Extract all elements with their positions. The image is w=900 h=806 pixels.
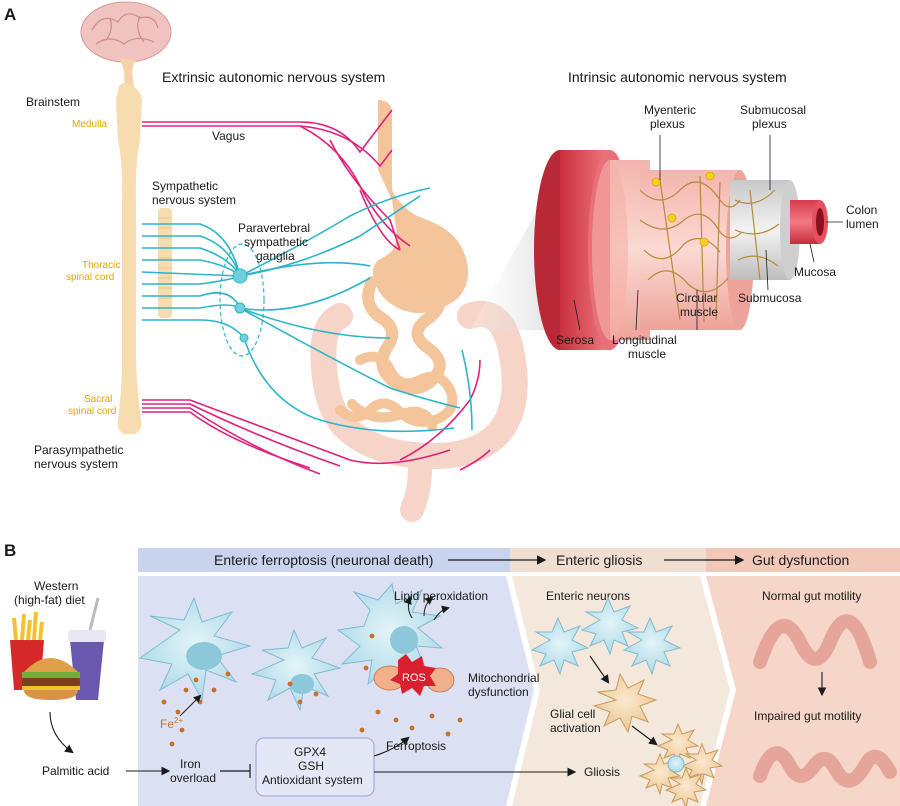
submucosa-label: Submucosa — [738, 291, 802, 305]
thoracic-label-1: Thoracic — [82, 260, 120, 271]
submucosal-plexus-label-1: Submucosal — [740, 103, 806, 117]
vagus-label: Vagus — [212, 129, 245, 143]
antioxidant-box — [255, 737, 375, 797]
fe-superscript: 2+ — [174, 716, 183, 725]
mucosa-label: Mucosa — [794, 265, 836, 279]
glial-label-2: activation — [550, 721, 601, 735]
mito-label-2: dysfunction — [468, 685, 529, 699]
colon-layers — [534, 150, 828, 350]
gliosis-label: Gliosis — [584, 765, 620, 779]
diet-label-2: (high-fat) diet — [14, 593, 85, 607]
neurons-to-glia-arrow — [589, 655, 610, 684]
extrinsic-title: Extrinsic autonomic nervous system — [162, 69, 385, 85]
glial-label-1: Glial cell — [550, 707, 595, 721]
neuron-small-middle — [250, 628, 342, 712]
myenteric-label-1: Myenteric — [644, 103, 696, 117]
medulla-label: Medulla — [72, 119, 107, 130]
ros-burst-icon — [390, 654, 436, 696]
panel-letter-b: B — [4, 541, 16, 560]
paravertebral-label-1: Paravertebral — [238, 221, 310, 235]
sacral-label-2: spinal cord — [68, 406, 116, 417]
impaired-motility-wave — [753, 746, 897, 788]
fe-arrow — [179, 694, 202, 717]
paravertebral-label-2: sympathetic — [244, 235, 308, 249]
paravertebral-ganglia — [219, 243, 265, 357]
gut-illustration — [310, 100, 528, 522]
circular-label-1: Circular — [676, 291, 717, 305]
mito-label-1: Mitochondrial — [468, 671, 539, 685]
normal-motility-label: Normal gut motility — [762, 589, 861, 603]
parasympathetic-label-1: Parasympathetic — [34, 443, 123, 457]
thoracic-label-2: spinal cord — [66, 272, 114, 283]
fast-food-icon — [10, 597, 106, 700]
diet-label-1: Western — [34, 579, 78, 593]
brainstem-label: Brainstem — [26, 95, 80, 109]
sacral-label-1: Sacral — [84, 394, 112, 405]
colon-lumen-label-1: Colon — [846, 203, 877, 217]
sympathetic-label-1: Sympathetic — [152, 179, 218, 193]
sympathetic-nerves — [141, 187, 473, 433]
palmitic-label: Palmitic acid — [42, 764, 109, 778]
longitudinal-label-2: muscle — [628, 347, 666, 361]
paravertebral-label-3: ganglia — [256, 249, 295, 263]
diet-arrow — [49, 711, 74, 754]
colon-lumen-label-2: lumen — [846, 217, 879, 231]
region-dysfunction — [706, 576, 900, 806]
enteric-neuron-cluster — [530, 596, 682, 676]
neuron-large-left — [138, 596, 252, 702]
fe-label: Fe2+ — [160, 716, 183, 731]
intrinsic-title: Intrinsic autonomic nervous system — [568, 69, 787, 85]
impaired-motility-label: Impaired gut motility — [754, 709, 861, 723]
ros-label: ROS — [402, 672, 426, 684]
submucosal-plexus-label-2: plexus — [752, 117, 787, 131]
lipid-label: Lipid peroxidation — [394, 589, 488, 603]
lipid-arrows — [404, 596, 450, 621]
antioxidant-label: Antioxidant system — [262, 773, 363, 787]
ferroptosis-arrow — [373, 736, 410, 757]
myenteric-label-2: plexus — [650, 117, 685, 131]
glia-to-gliosis-arrow — [631, 725, 658, 746]
gsh-label: GSH — [298, 759, 324, 773]
iron-particles — [161, 633, 463, 747]
circular-label-2: muscle — [680, 305, 718, 319]
enteric-neurons-label: Enteric neurons — [546, 589, 630, 603]
band-dysfunction-label: Gut dysfunction — [752, 552, 849, 568]
ferroptosis-label: Ferroptosis — [386, 739, 446, 753]
serosa-label: Serosa — [556, 333, 594, 347]
normal-motility-wave — [753, 614, 877, 669]
glial-cell-large — [592, 672, 658, 734]
parasympathetic-label-2: nervous system — [34, 457, 118, 471]
sympathetic-label-2: nervous system — [152, 193, 236, 207]
inhibition-arrow — [220, 764, 251, 778]
band-ferroptosis-label: Enteric ferroptosis (neuronal death) — [214, 552, 433, 568]
parasympathetic-nerves — [142, 109, 491, 475]
gpx4-label: GPX4 — [294, 745, 326, 759]
panel-letter-a: A — [4, 5, 16, 24]
brain-icon — [80, 1, 172, 86]
leader-lines-a — [573, 135, 843, 331]
iron-label-2: overload — [170, 771, 216, 785]
gliosis-cluster — [638, 722, 724, 806]
band-gliosis-label: Enteric gliosis — [556, 552, 642, 568]
spinal-cord — [116, 83, 142, 434]
neuron-damaged — [336, 582, 455, 696]
iron-label-1: Iron — [180, 757, 201, 771]
longitudinal-label-1: Longitudinal — [612, 333, 677, 347]
region-ferroptosis — [138, 576, 534, 806]
